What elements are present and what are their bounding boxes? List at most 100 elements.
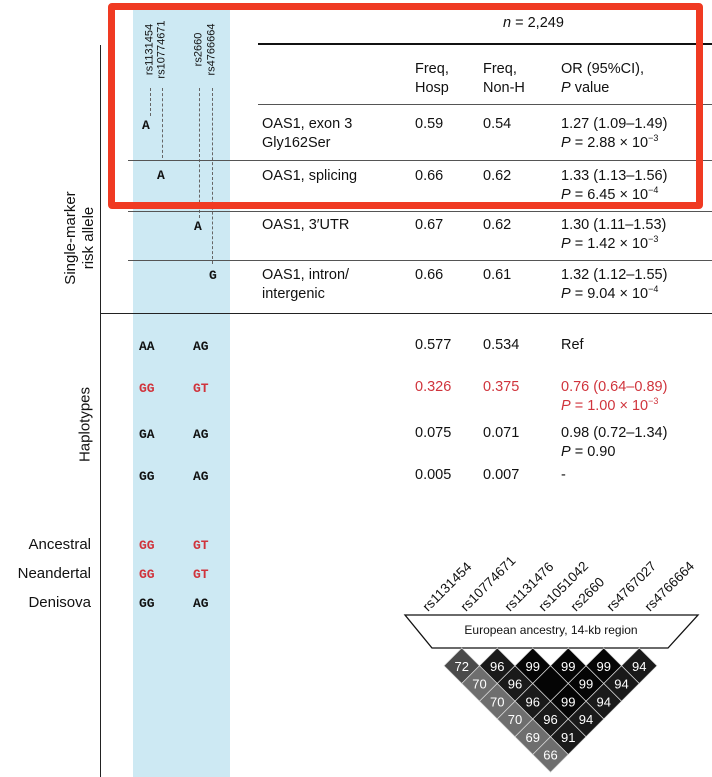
freq-nonh-value: 0.375 [483,379,520,395]
or-ci: 1.30 (1.11–1.53) [561,217,667,233]
risk-allele: G [209,268,217,283]
haplotype-b: AG [193,596,209,611]
freq-nonh-value: 0.534 [483,337,520,353]
ld-value: 94 [579,712,593,727]
risk-allele: A [142,118,150,133]
column-header-or: OR (95%CI),P value [561,61,644,96]
haplotype-a: GG [139,567,155,582]
ld-plot: rs1131454 rs10774671 rs1131476 rs1051042… [403,553,700,773]
or-value: 1.32 (1.12–1.55) P = 9.04 × 10−4 [561,267,668,302]
ld-cell [532,736,569,773]
column-header-freq-nonh: Freq,Non-H [483,61,525,96]
row-divider [128,160,712,161]
ld-value: 72 [455,659,469,674]
left-axis-line [100,45,101,777]
snp-highlight-column [133,8,230,777]
archaic-name: Neandertal [17,565,91,582]
haplotype-a: AA [139,339,155,354]
freq-hosp-value: 0.67 [415,217,444,233]
freq-nonh-value: 0.071 [483,425,520,441]
ld-value: 70 [472,677,486,692]
haplotype-b: GT [193,538,209,553]
freq-hosp-value: 0.577 [415,337,452,353]
or-value: 0.98 (0.72–1.34) P = 0.90 [561,425,668,460]
ld-value: 94 [597,694,611,709]
sample-size-value: = 2,249 [511,15,564,31]
snp-guide-line [212,88,213,264]
freq-nonh-value: 0.62 [483,217,512,233]
row-divider [128,211,712,212]
column-header-rule [258,104,712,105]
snp-guide-line [150,88,151,116]
or-value: - [561,467,566,483]
freq-hosp-value: 0.326 [415,379,452,395]
ld-value: 99 [561,659,575,674]
ld-region-label: European ancestry, 14-kb region [464,623,637,637]
freq-hosp-value: 0.66 [415,267,444,283]
freq-hosp-value: 0.005 [415,467,452,483]
ld-value: 96 [543,712,557,727]
or-value: 1.33 (1.13–1.56) P = 6.45 × 10−4 [561,168,668,203]
haplotype-a: GG [139,469,155,484]
column-header-freq-hosp: Freq,Hosp [415,61,449,96]
row-divider [128,260,712,261]
ld-value: 94 [614,677,628,692]
snp-guide-line [199,88,200,218]
or-ci: 1.27 (1.09–1.49) [561,116,668,132]
ld-value: 96 [490,659,504,674]
or-ci: 0.98 (0.72–1.34) [561,425,668,441]
ld-value: 91 [561,730,575,745]
or-value: 1.27 (1.09–1.49) P = 2.88 × 10−3 [561,116,668,151]
header-rule [258,43,712,45]
variant-name: OAS1, intron/intergenic [262,267,350,302]
section-divider [100,313,712,314]
haplotype-a: GG [139,538,155,553]
highlight-box [108,3,703,209]
haplotype-b: GT [193,381,209,396]
snp-guide-line [162,88,163,158]
ld-value: 70 [508,712,522,727]
ld-value: 96 [526,694,540,709]
haplotype-a: GG [139,381,155,396]
freq-nonh-value: 0.007 [483,467,520,483]
or-ci: 0.76 (0.64–0.89) [561,379,668,395]
or-value: 0.76 (0.64–0.89) P = 1.00 × 10−3 [561,379,668,414]
risk-allele: A [194,219,202,234]
archaic-name: Denisova [28,594,91,611]
ld-value: 99 [526,659,540,674]
haplotype-b: AG [193,339,209,354]
ld-region-box [403,614,700,649]
haplotype-a: GA [139,427,155,442]
variant-name: OAS1, 3′UTR [262,217,350,233]
ld-value: 99 [597,659,611,674]
sample-size-label: n = 2,249 [503,15,564,31]
ld-value: 70 [490,694,504,709]
ld-value: 96 [508,677,522,692]
or-value: Ref [561,337,584,353]
ld-value: 94 [632,659,646,674]
freq-nonh-value: 0.62 [483,168,512,184]
risk-allele: A [157,168,165,183]
or-value: 1.30 (1.11–1.53) P = 1.42 × 10−3 [561,217,667,252]
ld-value: 69 [526,730,540,745]
freq-hosp-value: 0.075 [415,425,452,441]
ld-value: 99 [579,677,593,692]
section-label-haplotypes: Haplotypes [76,386,94,463]
freq-nonh-value: 0.61 [483,267,512,283]
variant-name: OAS1, splicing [262,168,358,184]
or-ci: 1.32 (1.12–1.55) [561,267,668,283]
haplotype-b: AG [193,427,209,442]
or-ci: 1.33 (1.13–1.56) [561,168,668,184]
freq-hosp-value: 0.66 [415,168,444,184]
ld-value: 66 [543,748,557,763]
haplotype-a: GG [139,596,155,611]
archaic-name: Ancestral [28,536,91,553]
haplotype-b: GT [193,567,209,582]
freq-hosp-value: 0.59 [415,116,444,132]
freq-nonh-value: 0.54 [483,116,512,132]
haplotype-b: AG [193,469,209,484]
ld-value: 99 [561,694,575,709]
